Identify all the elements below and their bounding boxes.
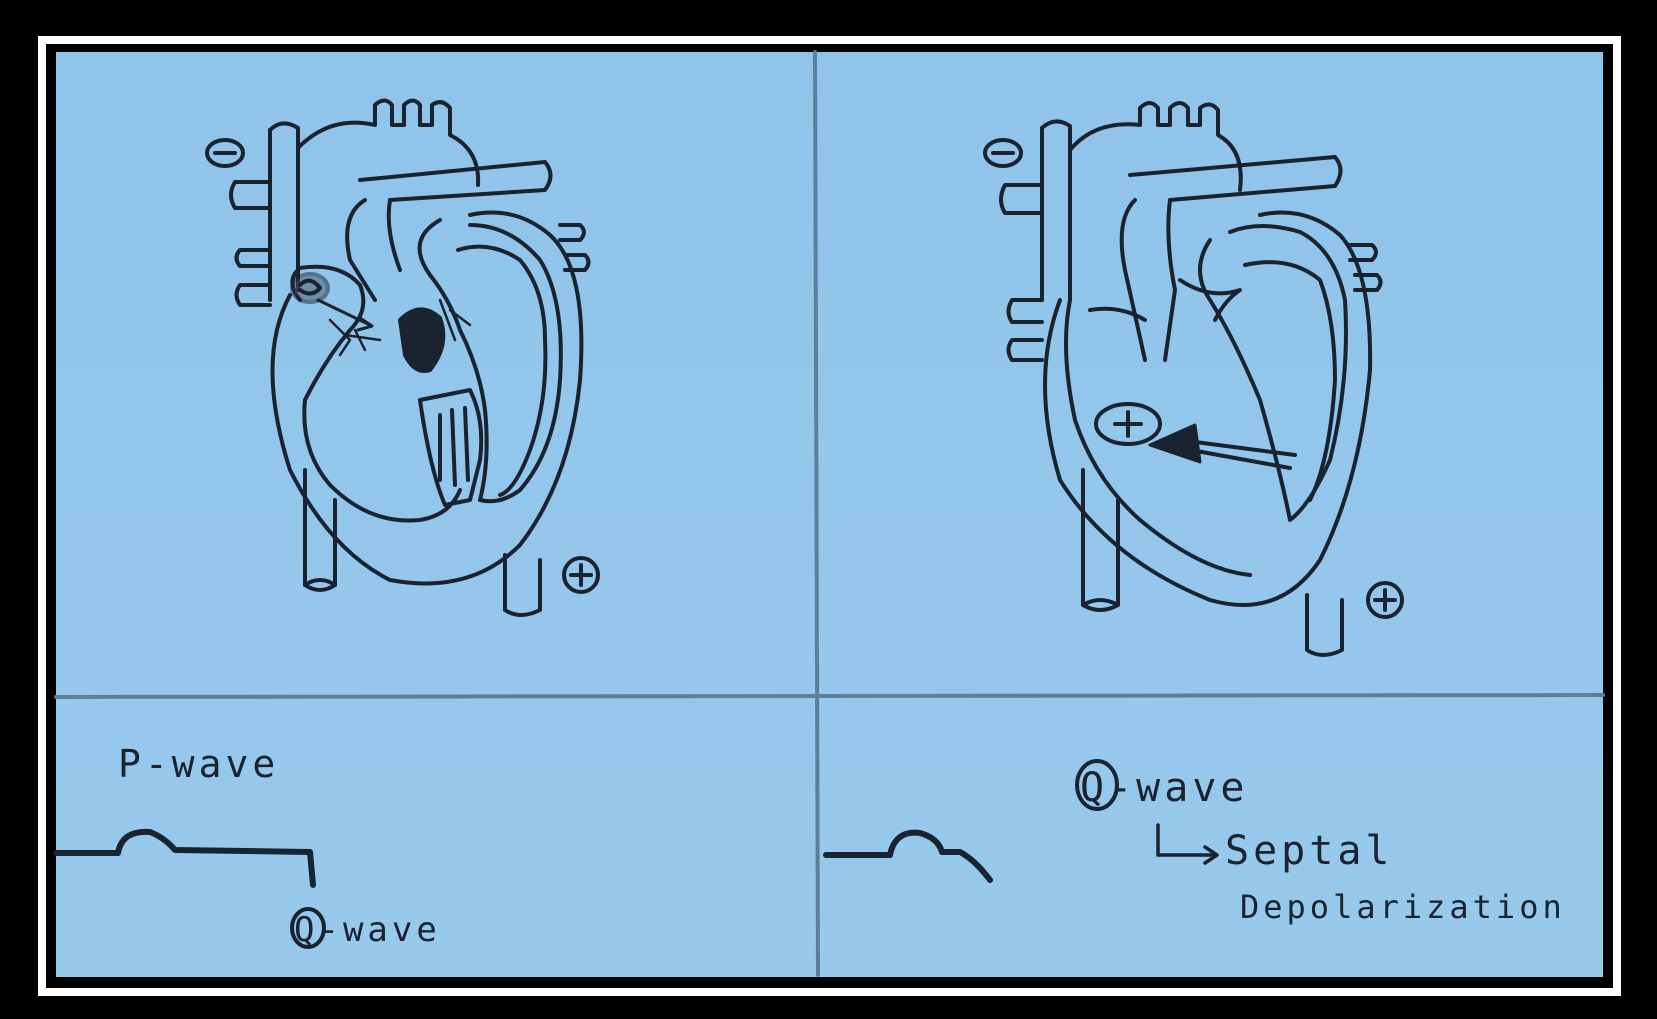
hook-arrow — [1158, 825, 1215, 855]
right-heart-diagram — [1001, 103, 1381, 655]
right-subcaption-line1: Septal — [1225, 828, 1394, 874]
left-negative-electrode — [207, 140, 243, 166]
left-annotation: Q-wave — [294, 910, 441, 950]
left-heart-diagram — [231, 101, 589, 616]
right-negative-electrode — [985, 140, 1021, 166]
right-subcaption-line2: Depolarization — [1240, 888, 1566, 926]
left-positive-electrode — [564, 558, 598, 592]
horizontal-divider — [56, 695, 1603, 697]
left-svc — [270, 123, 298, 290]
right-septal-positive-marker — [1096, 404, 1160, 444]
right-ecg-trace — [826, 833, 990, 880]
right-caption: Q-wave — [1080, 765, 1249, 811]
vertical-divider — [815, 52, 818, 975]
right-positive-electrode — [1368, 583, 1402, 617]
left-caption: P-wave — [118, 742, 279, 786]
left-ecg-trace — [56, 832, 313, 885]
